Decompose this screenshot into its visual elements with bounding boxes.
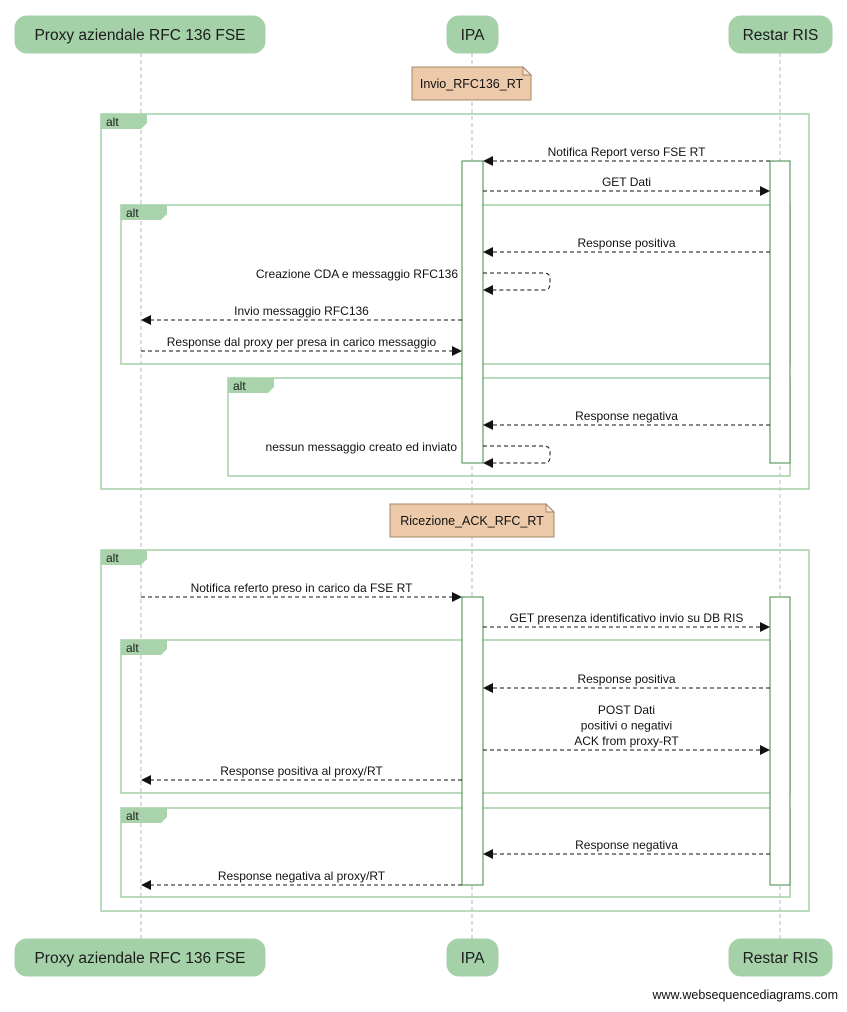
actor-ris-bottom: Restar RIS [728,938,833,977]
message-label: Response positiva al proxy/RT [220,764,383,778]
message-arrow: Notifica Report verso FSE RT [483,145,770,166]
message-arrow: Response positiva al proxy/RT [141,764,462,785]
arrow-head [141,880,151,890]
arrow-head [483,156,493,166]
message-label: nessun messaggio creato ed inviato [266,440,458,454]
actor-label: Restar RIS [743,27,819,44]
alt-frame-label: alt [126,206,139,220]
activation-bar-ris [769,160,791,464]
arrow-head [760,186,770,196]
actor-ipa-top: IPA [446,15,499,54]
message-label: positivi o negativi [581,719,672,733]
message-arrow: Creazione CDA e messaggio RFC136 [256,267,551,295]
message-label: Response dal proxy per presa in carico m… [167,335,437,349]
message-arrow: nessun messaggio creato ed inviato [266,440,551,468]
watermark: www.websequencediagrams.com [652,988,838,1002]
activation-bar-ris [769,596,791,886]
alt-frame: alt [100,549,810,912]
actor-label: Restar RIS [743,950,819,967]
note: Invio_RFC136_RT [411,65,533,101]
message-label: Response negativa al proxy/RT [218,869,386,883]
message-label: Invio messaggio RFC136 [234,304,369,318]
actor-label: Proxy aziendale RFC 136 FSE [34,950,245,967]
message-label: Notifica Report verso FSE RT [548,145,706,159]
arrow-head [760,622,770,632]
alt-frame: alt [120,807,791,898]
message-arrow: Notifica referto preso in carico da FSE … [141,581,462,602]
arrow-head [760,745,770,755]
message-label: Notifica referto preso in carico da FSE … [191,581,414,595]
arrow-head [483,849,493,859]
arrow-head [141,315,151,325]
note-text: Invio_RFC136_RT [420,77,524,91]
arrow-head [452,592,462,602]
message-label: ACK from proxy-RT [574,734,679,748]
message-label: Response positiva [577,672,675,686]
actor-label: IPA [461,950,485,967]
message-arrow: Response negativa [483,409,770,430]
message-arrow: Response dal proxy per presa in carico m… [141,335,462,356]
alt-frame: alt [100,113,810,490]
alt-frame-label: alt [106,551,119,565]
actor-ipa-bottom: IPA [446,938,499,977]
message-label: GET presenza identificativo invio su DB … [510,611,744,625]
activation-bar-ipa [461,596,484,886]
message-arrow: GET Dati [483,175,770,196]
message-arrow: Response negativa al proxy/RT [141,869,462,890]
note-text: Ricezione_ACK_RFC_RT [400,514,544,528]
message-arrow: Response positiva [483,236,770,257]
message-arrow: Response negativa [483,838,770,859]
arrow-head [483,458,493,468]
actor-proxy-bottom: Proxy aziendale RFC 136 FSE [14,938,266,977]
arrow-head [483,285,493,295]
alt-frame-label: alt [106,115,119,129]
note: Ricezione_ACK_RFC_RT [389,502,556,538]
message-label: Response positiva [577,236,675,250]
alt-frame-label: alt [126,641,139,655]
message-arrow: Invio messaggio RFC136 [141,304,462,325]
actor-label: Proxy aziendale RFC 136 FSE [34,27,245,44]
message-arrow: Response positiva [483,672,770,693]
message-label: Response negativa [575,409,678,423]
arrow-head [483,420,493,430]
alt-frame-label: alt [233,379,246,393]
arrow-head [452,346,462,356]
alt-frame-label: alt [126,809,139,823]
arrow-head [141,775,151,785]
message-label: Response negativa [575,838,678,852]
message-label: POST Dati [598,703,655,717]
message-label: Creazione CDA e messaggio RFC136 [256,267,458,281]
actor-ris-top: Restar RIS [728,15,833,54]
message-label: GET Dati [602,175,651,189]
arrow-head [483,247,493,257]
activation-bar-ipa [461,160,484,464]
actor-label: IPA [461,27,485,44]
alt-frame: alt [227,377,791,477]
actor-proxy-top: Proxy aziendale RFC 136 FSE [14,15,266,54]
message-arrow: GET presenza identificativo invio su DB … [483,611,770,632]
arrow-head [483,683,493,693]
